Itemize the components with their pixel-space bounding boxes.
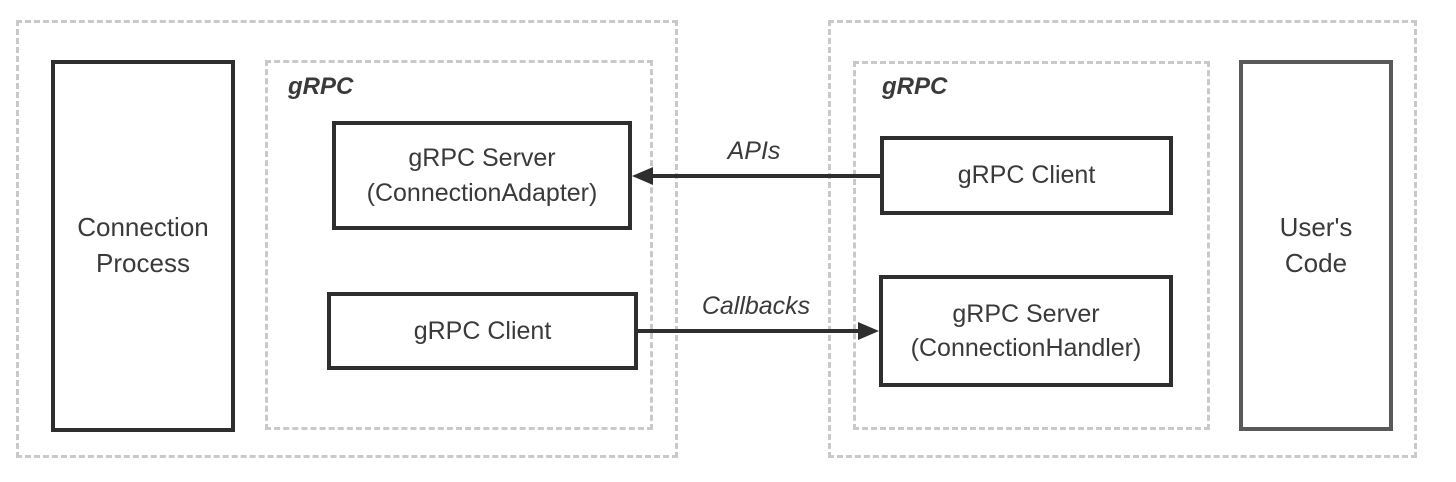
right-process-boundary: [828, 20, 1417, 458]
left-grpc-client-box: gRPC Client: [327, 292, 638, 370]
arrowhead-right-icon: [858, 322, 879, 340]
right-grpc-container: [853, 61, 1210, 430]
callbacks-arrow-line: [638, 329, 859, 333]
arrowhead-left-icon: [632, 167, 653, 185]
left-grpc-container: [265, 60, 653, 430]
grpc-server-connection-adapter-box: gRPC Server (ConnectionAdapter): [332, 121, 632, 230]
users-code-box: User's Code: [1239, 60, 1393, 431]
callbacks-arrow-label: Callbacks: [701, 292, 811, 320]
left-process-boundary: [16, 20, 678, 458]
apis-arrow-label: APIs: [727, 137, 781, 165]
grpc-server-connection-handler-box: gRPC Server (ConnectionHandler): [879, 275, 1173, 387]
right-grpc-client-box: gRPC Client: [880, 136, 1173, 215]
apis-arrow-line: [652, 174, 880, 178]
left-grpc-label: gRPC: [288, 73, 354, 100]
right-grpc-label: gRPC: [882, 73, 948, 100]
connection-process-box: Connection Process: [51, 60, 235, 432]
